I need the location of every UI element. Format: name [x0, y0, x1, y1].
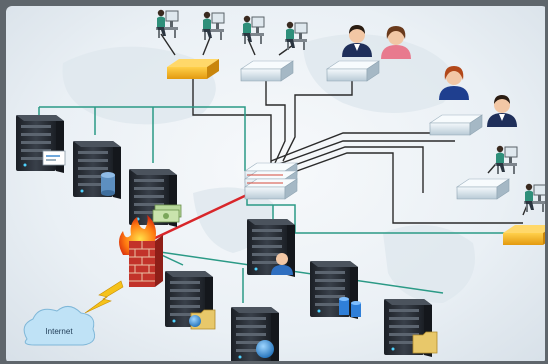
user-avatar-icon [381, 26, 411, 59]
cloud-icon: Internet [23, 306, 96, 346]
user-avatar-icon [271, 253, 293, 275]
switch-icon [456, 178, 510, 200]
switch-icon [429, 114, 483, 136]
database-icon [339, 297, 361, 317]
globe-icon [189, 315, 201, 327]
core-switch-icon [244, 162, 298, 200]
database-icon [101, 172, 115, 196]
firewall-link [152, 191, 252, 241]
server-icon [310, 261, 358, 319]
cash-icon [152, 204, 182, 223]
workstation-icon [201, 11, 225, 41]
document-icon [42, 150, 66, 166]
router-icon [167, 59, 219, 79]
switch-icon [326, 60, 380, 82]
workstation-icon [155, 9, 179, 39]
router-icon [503, 225, 545, 245]
server-icon [231, 307, 279, 361]
user-avatar-icon [439, 66, 469, 100]
workstation-icon [241, 15, 265, 45]
workstation-icon [494, 145, 518, 175]
network-diagram-panel: Internet [6, 6, 545, 361]
firewall-icon [119, 215, 163, 287]
lightning-icon [84, 280, 124, 314]
internet-label: Internet [45, 327, 73, 336]
uplink-cables [160, 33, 531, 224]
workstation-icon [523, 183, 545, 213]
folder-icon [412, 331, 438, 354]
network-diagram: Internet [16, 9, 545, 361]
switch-icon [240, 60, 294, 82]
user-avatar-icon [487, 95, 517, 127]
globe-icon [256, 340, 274, 358]
workstation-icon [284, 21, 308, 51]
